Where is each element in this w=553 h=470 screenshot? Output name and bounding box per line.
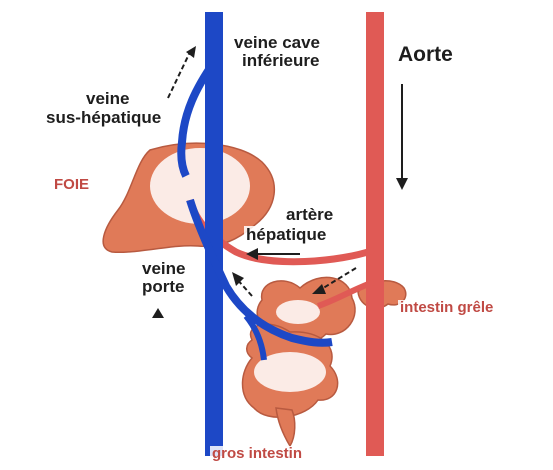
- label-veine-sus-hepatique-1: veine: [84, 90, 131, 107]
- label-intestin-grele: intestin grêle: [398, 300, 495, 315]
- label-veine-porte-1: veine: [140, 260, 187, 277]
- label-veine-porte-2: porte: [140, 278, 187, 295]
- aorta-vessel: [366, 12, 384, 456]
- liver-highlight: [150, 148, 250, 224]
- label-artere-hepatique-2: hépatique: [244, 226, 328, 243]
- label-foie: FOIE: [52, 177, 91, 192]
- label-veine-sus-hepatique-2: sus-hépatique: [44, 109, 163, 126]
- label-gros-intestin: gros intestin: [210, 446, 304, 461]
- label-veine-cave-2: inférieure: [240, 52, 321, 69]
- label-veine-cave-1: veine cave: [232, 34, 322, 51]
- label-aorte: Aorte: [396, 44, 455, 65]
- label-artere-hepatique-1: artère: [284, 206, 335, 223]
